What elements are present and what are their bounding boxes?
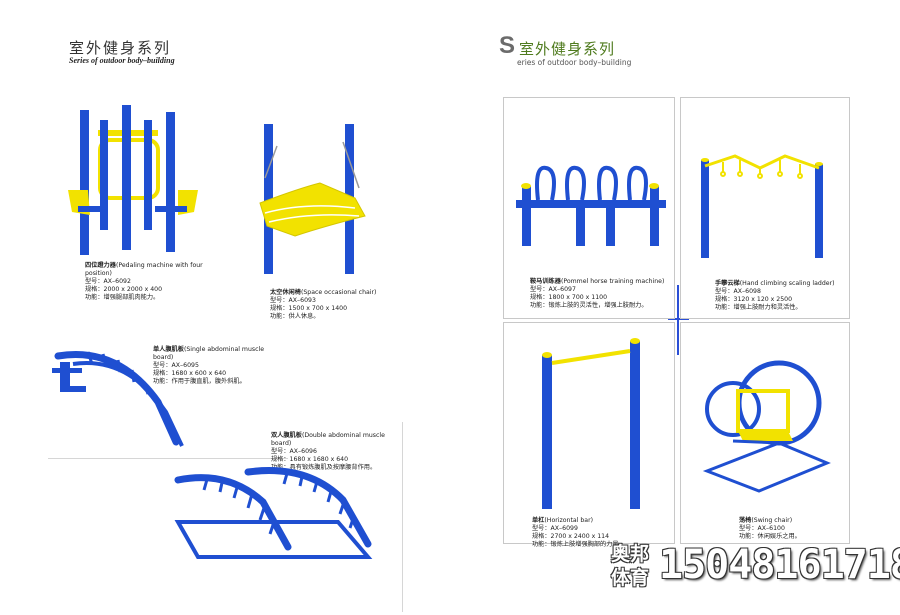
brand-name-line1: 奥邦 — [611, 543, 650, 565]
product-model: 型号：AX–6100 — [739, 525, 785, 532]
product-caption: 四位蹬力器(Pedaling machine with four positio… — [85, 262, 225, 302]
swing-chair-illustration — [702, 360, 831, 493]
product-function: 功能：增强腿部肌肉能力。 — [85, 294, 160, 301]
product-name-cn: 单杠 — [532, 517, 545, 524]
pommel-horse-illustration — [516, 165, 666, 246]
product-caption: 单杠(Horizontal bar) 型号：AX–6099 规格：2700 x … — [532, 517, 672, 549]
product-spec: 规格：2700 x 2400 x 114 — [532, 533, 610, 540]
pedaling-machine-illustration — [68, 105, 198, 255]
space-chair-illustration — [259, 124, 366, 274]
contact-watermark: 奥邦 体育 15048161718 — [611, 538, 900, 615]
double-abdominal-board-illustration — [174, 467, 373, 559]
product-name-cn: 太空休闲椅 — [270, 289, 301, 296]
left-header-title: 室外健身系列 — [69, 39, 172, 57]
product-name-cn: 荡椅 — [739, 517, 752, 524]
cross-decoration — [679, 318, 689, 320]
product-model: 型号：AX–6097 — [530, 286, 576, 293]
product-model: 型号：AX–6095 — [153, 362, 199, 369]
product-name-cn: 鞍马训练器 — [530, 278, 561, 285]
climbing-ladder-illustration — [701, 154, 823, 258]
product-function: 功能：休闲娱乐之用。 — [739, 533, 801, 540]
product-name-cn: 四位蹬力器 — [85, 262, 116, 269]
product-function: 功能：增强上肢耐力和灵活性。 — [715, 304, 802, 311]
horizontal-bar-illustration — [542, 338, 640, 509]
product-caption: 单人腹肌板(Single abdominal muscle board) 型号：… — [153, 346, 283, 386]
product-name-cn: 双人腹肌板 — [271, 432, 302, 439]
product-spec: 规格：3120 x 120 x 2500 — [715, 296, 793, 303]
product-name-en: (Pedaling machine with four position) — [85, 262, 203, 277]
product-name-en: (Horizontal bar) — [544, 517, 594, 524]
product-function: 功能：锻炼上肢增强胸部的力量。 — [532, 541, 625, 548]
product-name-en: (Double abdominal muscle board) — [271, 432, 385, 447]
right-header-title: 室外健身系列 — [519, 40, 616, 58]
product-name-en: (Pommel horse training machine) — [560, 278, 665, 285]
product-model: 型号：AX–6098 — [715, 288, 761, 295]
product-function: 功能：具有锻炼腹肌及按摩腰背作用。 — [271, 464, 377, 471]
right-header-letter: S — [499, 32, 516, 59]
phone-number: 15048161718 — [659, 542, 900, 588]
product-model: 型号：AX–6099 — [532, 525, 578, 532]
product-caption: 太空休闲椅(Space occasional chair) 型号：AX–6093… — [270, 289, 400, 321]
product-spec: 规格：1680 x 1680 x 640 — [271, 456, 349, 463]
cross-decoration — [668, 318, 678, 320]
product-function: 功能：作用于腹直肌，腹外斜肌。 — [153, 378, 246, 385]
product-spec: 规格：2000 x 2000 x 400 — [85, 286, 163, 293]
left-header-subtitle: Series of outdoor body–building — [69, 56, 175, 65]
product-spec: 规格：1500 x 700 x 1400 — [270, 305, 348, 312]
product-caption: 鞍马训练器(Pommel horse training machine) 型号：… — [530, 278, 670, 310]
product-card: 鞍马训练器(Pommel horse training machine) 型号：… — [503, 97, 675, 319]
product-name-en: (Hand climbing scaling ladder) — [739, 280, 835, 287]
product-card: 手攀云梯(Hand climbing scaling ladder) 型号：AX… — [680, 97, 850, 319]
product-name-cn: 手攀云梯 — [715, 280, 740, 287]
product-caption: 荡椅(Swing chair) 型号：AX–6100 功能：休闲娱乐之用。 — [739, 517, 847, 541]
product-caption: 手攀云梯(Hand climbing scaling ladder) 型号：AX… — [715, 280, 845, 312]
divider-line — [402, 422, 403, 612]
product-spec: 规格：1680 x 600 x 640 — [153, 370, 227, 377]
product-name-en: (Swing chair) — [751, 517, 793, 524]
product-name-en: (Single abdominal muscle board) — [153, 346, 265, 361]
product-model: 型号：AX–6096 — [271, 448, 317, 455]
product-model: 型号：AX–6092 — [85, 278, 131, 285]
right-header-subtitle: eries of outdoor body–building — [517, 58, 632, 67]
divider-line — [48, 458, 288, 459]
brand-name-line2: 体育 — [611, 567, 650, 589]
product-spec: 规格：1800 x 700 x 1100 — [530, 294, 608, 301]
product-caption: 双人腹肌板(Double abdominal muscle board) 型号：… — [271, 432, 401, 472]
product-name-cn: 单人腹肌板 — [153, 346, 184, 353]
single-abdominal-board-illustration — [52, 351, 184, 447]
product-name-en: (Space occasional chair) — [300, 289, 377, 296]
product-function: 功能：供人休息。 — [270, 313, 320, 320]
product-function: 功能：锻炼上肢的灵活性，增强上肢耐力。 — [530, 302, 648, 309]
product-card: 单杠(Horizontal bar) 型号：AX–6099 规格：2700 x … — [503, 322, 675, 548]
product-card: 荡椅(Swing chair) 型号：AX–6100 功能：休闲娱乐之用。 — [680, 322, 850, 544]
product-model: 型号：AX–6093 — [270, 297, 316, 304]
cross-decoration — [677, 285, 679, 355]
